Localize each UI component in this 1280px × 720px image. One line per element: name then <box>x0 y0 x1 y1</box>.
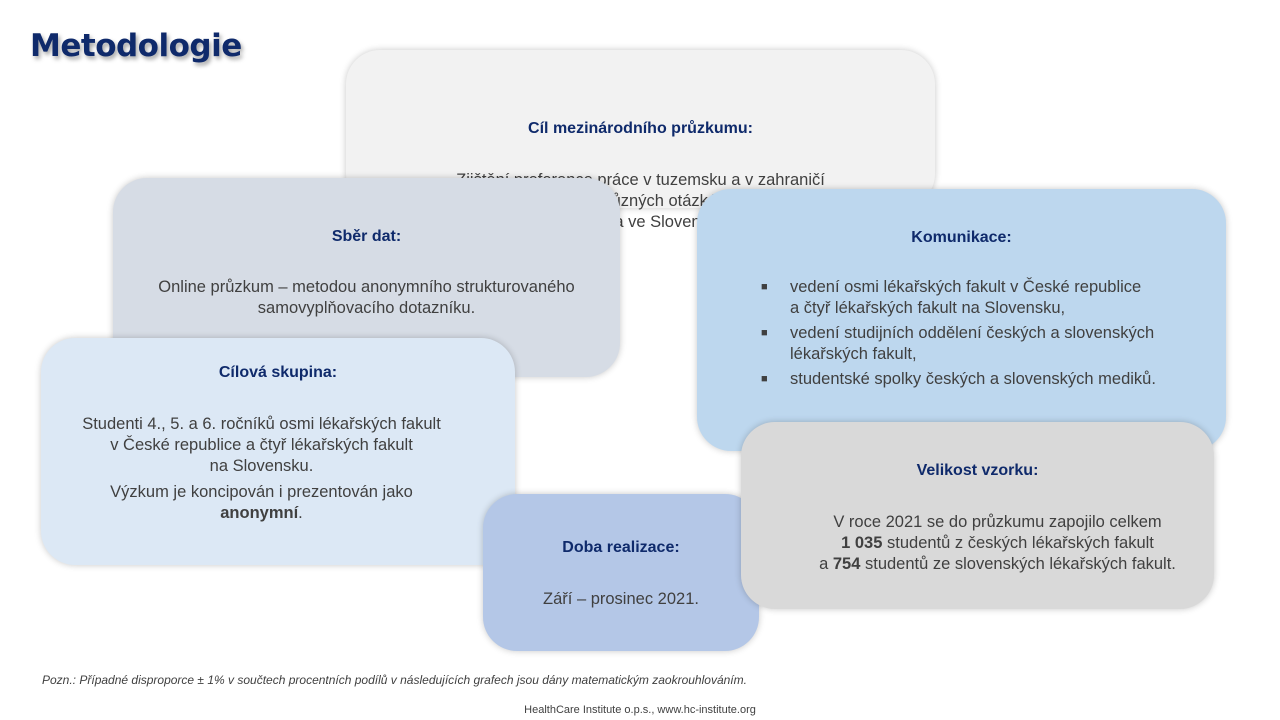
duration-box: Doba realizace: Září – prosinec 2021. <box>483 494 759 651</box>
target-group-heading: Cílová skupina: <box>218 364 338 381</box>
czech-count: 1 035 <box>841 534 883 552</box>
sample-size-slovak-text: studentů ze slovenských lékařských fakul… <box>860 555 1176 573</box>
footnote: Pozn.: Případné disproporce ± 1% v součt… <box>42 673 747 687</box>
square-bullet-icon: ■ <box>761 281 768 293</box>
footer-credit: HealthCare Institute o.p.s., www.hc-inst… <box>524 704 756 716</box>
anonymity-note: Výzkum je koncipován i prezentován jako <box>110 483 413 501</box>
list-item-line: studentské spolky českých a slovenských … <box>790 370 1156 388</box>
data-collection-heading: Sběr dat: <box>331 228 402 245</box>
sample-size-line: 1 035 studentů z českých lékařských faku… <box>781 533 1214 554</box>
goal-heading: Cíl mezinárodního průzkumu: <box>528 120 753 137</box>
target-group-line: Studenti 4., 5. a 6. ročníků osmi lékařs… <box>82 415 441 433</box>
target-group-box: Cílová skupina: Studenti 4., 5. a 6. roč… <box>41 338 515 565</box>
target-group-line: v České republice a čtyř lékařských faku… <box>110 436 413 454</box>
list-item: ■ vedení studijních oddělení českých a s… <box>757 323 1206 365</box>
square-bullet-icon: ■ <box>761 373 768 385</box>
slovak-count: 754 <box>832 555 861 573</box>
page-title: Metodologie <box>30 28 242 64</box>
data-collection-text: Online průzkum – metodou anonymního stru… <box>113 277 620 319</box>
duration-heading: Doba realizace: <box>562 539 680 556</box>
square-bullet-icon: ■ <box>761 327 768 339</box>
anonymity-emphasis: anonymní <box>220 504 299 522</box>
list-item: ■ studentské spolky českých a slovenskýc… <box>757 369 1206 390</box>
list-item-line: lékařských fakult, <box>790 345 917 363</box>
sample-size-prefix: a <box>819 555 833 573</box>
list-item-line: vedení osmi lékařských fakult v České re… <box>790 278 1142 296</box>
anonymity-period: . <box>298 504 303 522</box>
list-item-line: a čtyř lékařských fakult na Slovensku, <box>790 299 1066 317</box>
communication-box: Komunikace: ■ vedení osmi lékařských fak… <box>697 189 1226 451</box>
sample-size-box: Velikost vzorku: V roce 2021 se do průzk… <box>741 422 1214 609</box>
duration-text: Září – prosinec 2021. <box>543 590 699 608</box>
sample-size-text: V roce 2021 se do průzkumu zapojilo celk… <box>781 512 1214 575</box>
list-item: ■ vedení osmi lékařských fakult v České … <box>757 277 1206 319</box>
communication-heading: Komunikace: <box>911 229 1012 246</box>
data-collection-line: samovyplňovacího dotazníku. <box>257 299 476 317</box>
sample-size-line: V roce 2021 se do průzkumu zapojilo celk… <box>833 513 1162 531</box>
target-group-text: Studenti 4., 5. a 6. ročníků osmi lékařs… <box>76 414 447 524</box>
sample-size-czech-text: studentů z českých lékařských fakult <box>882 534 1154 552</box>
list-item-line: vedení studijních oddělení českých a slo… <box>790 324 1155 342</box>
target-group-line: na Slovensku. <box>209 457 314 475</box>
sample-size-line: a 754 studentů ze slovenských lékařských… <box>781 554 1214 575</box>
communication-list: ■ vedení osmi lékařských fakult v České … <box>757 277 1206 394</box>
data-collection-line: Online průzkum – metodou anonymního stru… <box>158 278 575 296</box>
sample-size-heading: Velikost vzorku: <box>916 462 1039 479</box>
